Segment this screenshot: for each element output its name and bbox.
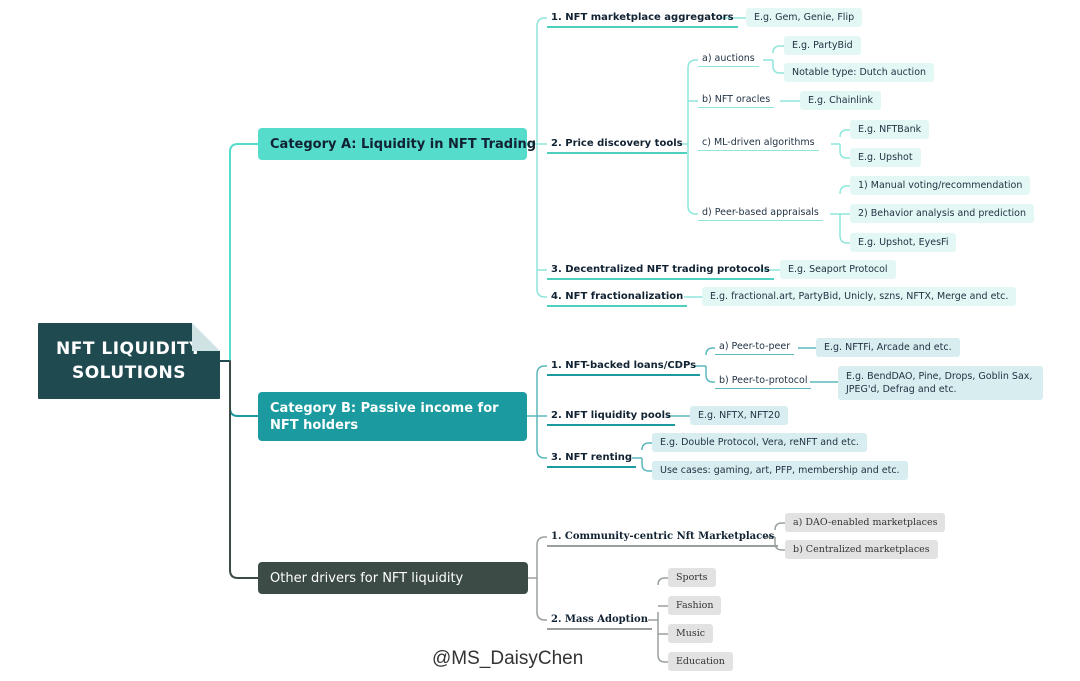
renting-example: E.g. Double Protocol, Vera, reNFT and et…: [652, 433, 867, 452]
dex-protocols-node[interactable]: 3. Decentralized NFT trading protocols: [547, 261, 774, 280]
auctions-node[interactable]: a) auctions: [698, 51, 759, 67]
pools-example: E.g. NFTX, NFT20: [690, 406, 789, 425]
adoption-sports: Sports: [668, 568, 716, 587]
price-discovery-node[interactable]: 2. Price discovery tools: [547, 135, 687, 154]
peer-to-peer-node[interactable]: a) Peer-to-peer: [715, 339, 795, 355]
peer-to-protocol-node[interactable]: b) Peer-to-protocol: [715, 373, 812, 389]
peer-item-behavior: 2) Behavior analysis and prediction: [850, 204, 1035, 223]
nft-renting-node[interactable]: 3. NFT renting: [547, 449, 637, 468]
p2protocol-example: E.g. BendDAO, Pine, Drops, Goblin Sax, J…: [838, 366, 1043, 400]
nft-loans-node[interactable]: 1. NFT-backed loans/CDPs: [547, 357, 701, 376]
category-b-label: Category B: Passive income for NFT holde…: [270, 400, 499, 433]
category-b-node[interactable]: Category B: Passive income for NFT holde…: [258, 392, 527, 441]
peer-appraisals-node[interactable]: d) Peer-based appraisals: [698, 205, 823, 221]
root-title-line1: NFT LIQUIDITY: [56, 339, 202, 359]
community-marketplaces-node[interactable]: 1. Community-centric Nft Marketplaces: [547, 528, 779, 547]
adoption-fashion: Fashion: [668, 596, 722, 615]
ml-example-nftbank: E.g. NFTBank: [850, 120, 930, 139]
adoption-education: Education: [668, 652, 733, 671]
adoption-music: Music: [668, 624, 714, 643]
peer-item-voting: 1) Manual voting/recommendation: [850, 176, 1031, 195]
peer-example: E.g. Upshot, EyesFi: [850, 233, 957, 252]
root-title-line2: SOLUTIONS: [71, 363, 187, 383]
centralized-marketplaces: b) Centralized marketplaces: [785, 540, 938, 559]
fractionalization-example: E.g. fractional.art, PartyBid, Unicly, s…: [702, 287, 1017, 306]
marketplace-aggregators-node[interactable]: 1. NFT marketplace aggregators: [547, 9, 738, 28]
oracles-node[interactable]: b) NFT oracles: [698, 92, 775, 108]
ml-algorithms-node[interactable]: c) ML-driven algorithms: [698, 135, 819, 151]
category-a-label: Category A: Liquidity in NFT Trading: [270, 136, 537, 152]
oracles-example: E.g. Chainlink: [800, 91, 882, 110]
renting-use-cases: Use cases: gaming, art, PFP, membership …: [652, 461, 908, 480]
aggregators-example: E.g. Gem, Genie, Flip: [746, 8, 863, 27]
mass-adoption-node[interactable]: 2. Mass Adoption: [547, 611, 652, 630]
root-node[interactable]: NFT LIQUIDITY SOLUTIONS: [38, 323, 220, 399]
folded-corner-icon: [192, 323, 220, 351]
dao-marketplaces: a) DAO-enabled marketplaces: [785, 513, 946, 532]
other-drivers-label: Other drivers for NFT liquidity: [270, 570, 464, 586]
category-a-node[interactable]: Category A: Liquidity in NFT Trading: [258, 128, 536, 160]
other-drivers-node[interactable]: Other drivers for NFT liquidity: [258, 562, 528, 594]
ml-example-upshot: E.g. Upshot: [850, 148, 921, 167]
p2p-example: E.g. NFTFi, Arcade and etc.: [816, 338, 960, 357]
dex-example: E.g. Seaport Protocol: [780, 260, 896, 279]
author-watermark: @MS_DaisyChen: [432, 648, 584, 669]
auctions-example: E.g. PartyBid: [784, 36, 861, 55]
auctions-note: Notable type: Dutch auction: [784, 63, 935, 82]
liquidity-pools-node[interactable]: 2. NFT liquidity pools: [547, 407, 675, 426]
fractionalization-node[interactable]: 4. NFT fractionalization: [547, 288, 688, 307]
